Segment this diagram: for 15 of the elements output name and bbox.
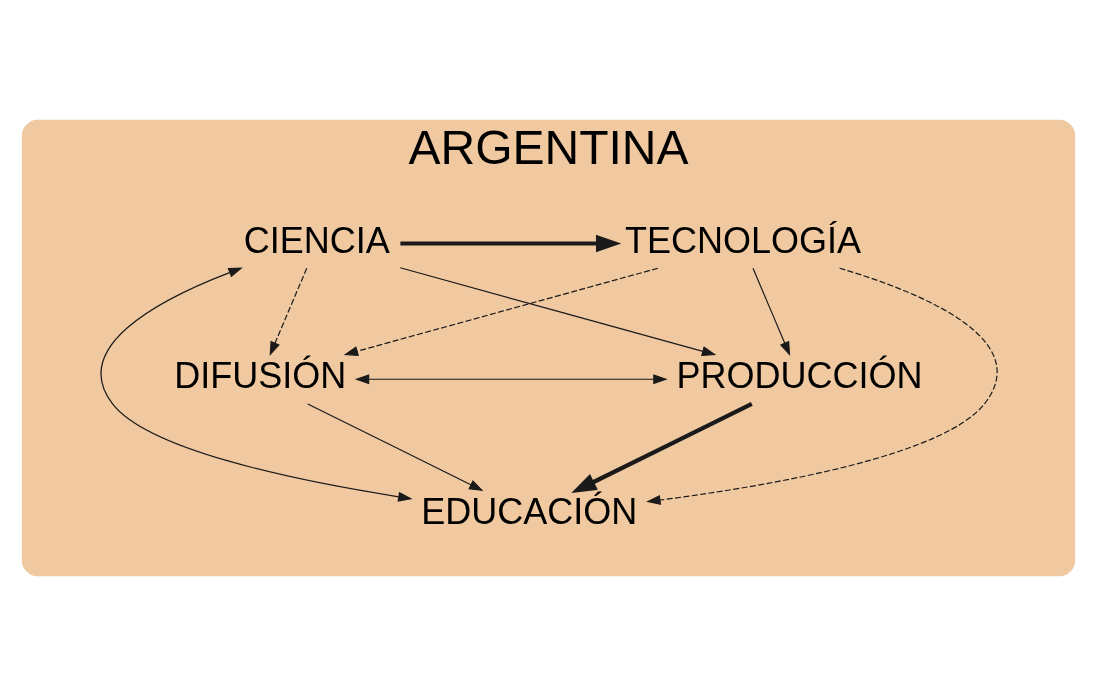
- arrow: [307, 402, 484, 491]
- arrow: [400, 234, 622, 252]
- node-text: PRODUCCIÓN: [676, 354, 923, 396]
- arrow: [100, 267, 413, 502]
- arrow: [646, 267, 998, 505]
- arrow: [399, 266, 717, 356]
- arrow: [343, 267, 659, 356]
- arrow: [752, 267, 791, 356]
- arrow: [571, 401, 753, 493]
- arrow: [269, 267, 308, 356]
- node-text: DIFUSIÓN: [174, 354, 347, 396]
- arrow: [354, 373, 668, 384]
- node-text: EDUCACIÓN: [421, 490, 638, 532]
- node-text: TECNOLOGÍA: [624, 219, 862, 261]
- node-text: CIENCIA: [243, 219, 390, 261]
